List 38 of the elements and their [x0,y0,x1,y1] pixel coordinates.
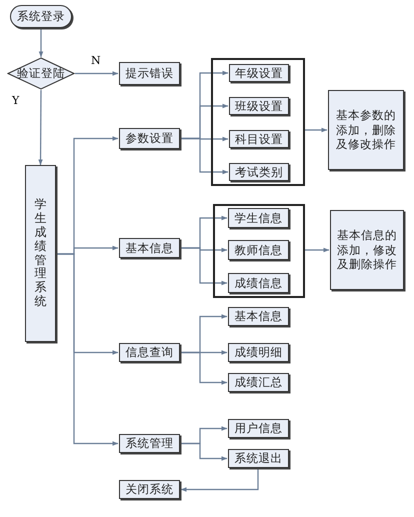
arrow [180,352,228,385]
process-box: 学生成绩管理系统 [25,165,56,342]
process-box: 基本信息 [119,238,180,258]
edge-label: N [90,55,102,66]
arrow [38,90,43,166]
arrow [180,468,259,492]
process-box: 学生信息 [228,208,289,228]
process-box: 信息查询 [119,343,180,362]
group-box [213,204,305,298]
process-box: 科目设置 [229,130,289,148]
arrow [180,442,228,461]
process-box: 教师信息 [228,240,289,260]
arrow [305,128,328,132]
group-box [211,58,305,186]
process-box: 参数设置 [119,128,180,149]
edge-label: Y [11,95,20,106]
process-box: 考试类别 [229,163,289,181]
process-box: 成绩明细 [228,343,289,362]
process-box: 用户信息 [228,419,289,438]
process-box: 班级设置 [229,97,289,115]
process-box: 年级设置 [229,64,289,82]
process-box: 提示错误 [119,62,180,85]
arrow [180,138,228,174]
process-box: 系统退出 [228,449,289,468]
terminal-box: 系统登录 [10,5,72,28]
arrow [305,248,330,252]
arrow [75,71,118,76]
process-box: 关闭系统 [119,480,180,499]
decision-diamond: 验证登陆 [7,57,75,90]
arrow [56,253,118,446]
process-box: 成绩信息 [228,273,289,293]
process-box: 基本信息 [228,307,289,326]
arrow [180,247,228,286]
process-box: 基本信息的添加，修改及删除操作 [330,210,404,290]
arrow [38,28,44,58]
process-box: 基本参数的添加，删除及修改操作 [328,90,404,170]
process-box: 成绩汇总 [228,373,289,392]
process-box: 系统管理 [119,434,180,453]
